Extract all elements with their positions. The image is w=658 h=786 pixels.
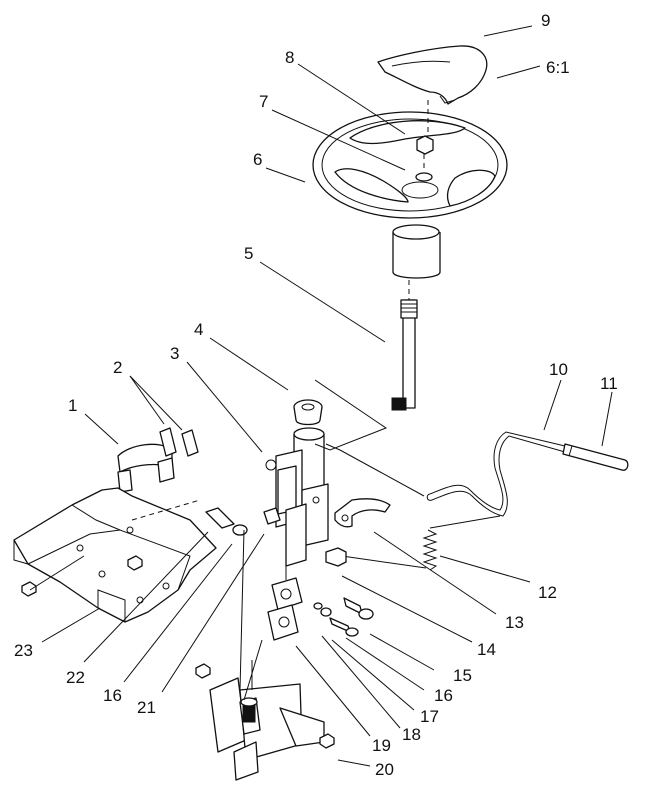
bolt-hardware: [313, 597, 374, 637]
callout-21: 21: [137, 698, 156, 717]
callout-13: 13: [505, 613, 524, 632]
hub-nut-washer: [415, 100, 434, 182]
callout-6-1: 6:1: [546, 58, 570, 77]
steering-shaft: [391, 280, 418, 411]
callout-18: 18: [402, 725, 421, 744]
callout-10: 10: [549, 360, 568, 379]
callout-23: 23: [14, 641, 33, 660]
callout-22: 22: [66, 668, 85, 687]
frame-plate: [13, 487, 217, 623]
callout-15: 15: [453, 666, 472, 685]
callout-4: 4: [194, 320, 203, 339]
callout-7: 7: [259, 92, 268, 111]
callout-labels: 9 6:1 8 7 6 5 4 3 2 1 10 11 12 13 14 15 …: [14, 11, 618, 779]
leader-lines: [41, 25, 613, 767]
linkage-rod: [426, 431, 566, 517]
lower-mount-bracket: [195, 639, 335, 781]
alignment-lines: [239, 379, 425, 691]
callout-3: 3: [170, 344, 179, 363]
callout-16-right: 16: [434, 686, 453, 705]
callout-2: 2: [113, 358, 122, 377]
callout-20: 20: [375, 760, 394, 779]
callout-6: 6: [253, 150, 262, 169]
column-bracket: [265, 449, 329, 567]
callout-12: 12: [538, 583, 557, 602]
callout-5: 5: [244, 244, 253, 263]
callout-19: 19: [372, 736, 391, 755]
callout-8: 8: [285, 48, 294, 67]
steering-wheel: [312, 111, 508, 279]
callout-14: 14: [477, 640, 496, 659]
callout-16-left: 16: [103, 686, 122, 705]
spring: [341, 515, 501, 571]
callout-9: 9: [541, 11, 550, 30]
column-bushing: [293, 399, 323, 426]
callout-1: 1: [68, 396, 77, 415]
spacer: [325, 547, 347, 567]
handle-grip: [562, 443, 629, 471]
steering-wheel-cap: [377, 45, 488, 105]
steering-segment-plate: [334, 498, 391, 528]
callout-17: 17: [420, 707, 439, 726]
callout-11: 11: [600, 374, 618, 393]
bracket-bolt: [205, 507, 281, 536]
universal-joint: [267, 560, 303, 641]
clamp-bracket: [117, 427, 199, 493]
